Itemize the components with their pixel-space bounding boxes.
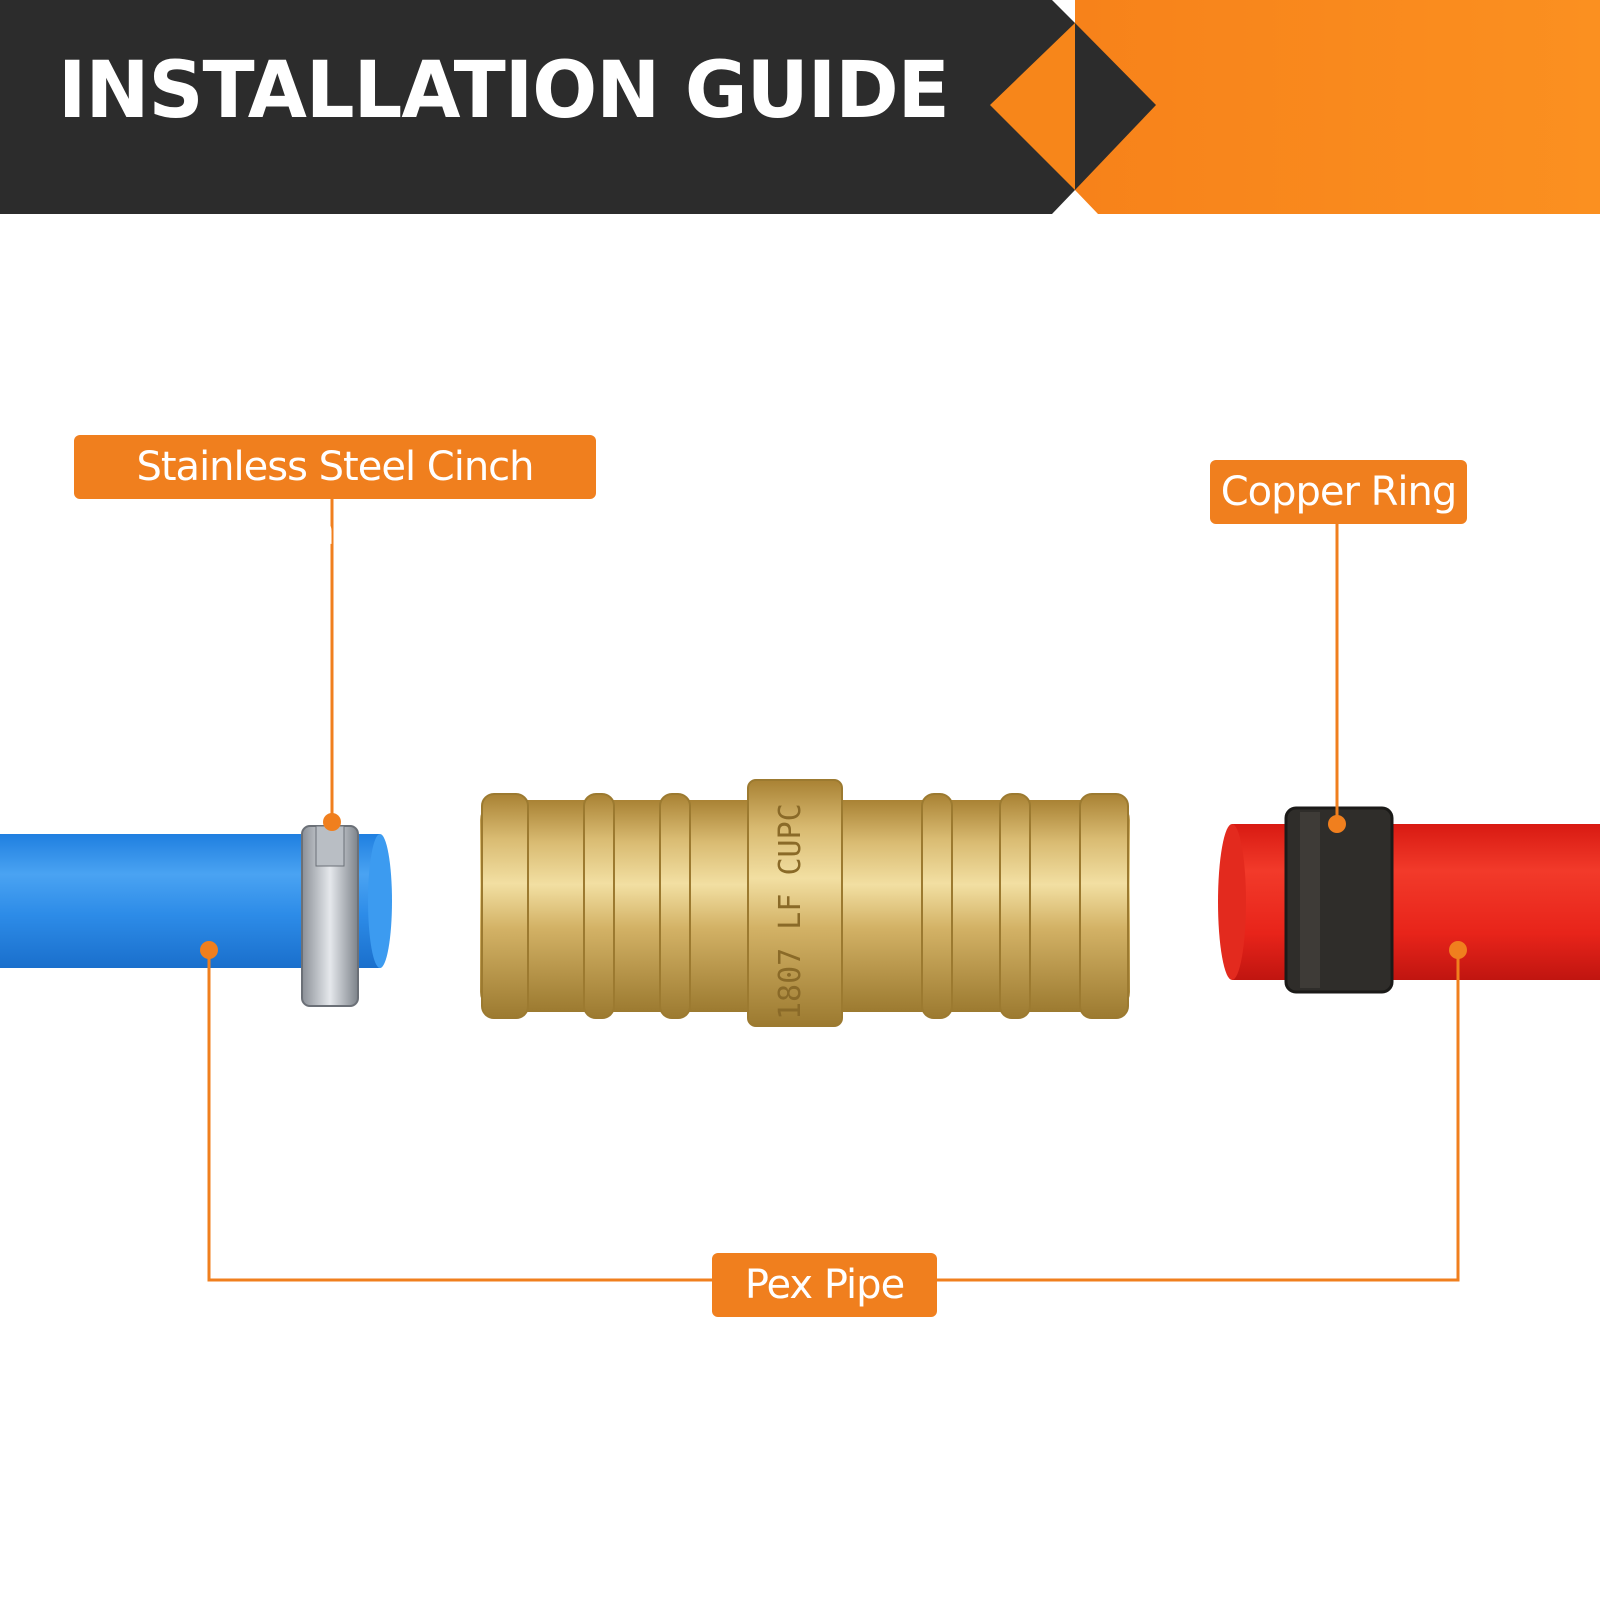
callout-copper-ring: Copper Ring	[1210, 460, 1467, 524]
header-orange-band	[1075, 0, 1600, 214]
red-pex-pipe	[1218, 824, 1600, 980]
brass-coupling-fitting: 1807 LF CUPC	[480, 779, 1130, 1027]
fitting-barb-rib	[583, 793, 615, 1019]
header-orange-diamond	[990, 23, 1075, 190]
fitting-barb-rib	[481, 793, 529, 1019]
callout-pex-pipe: Pex Pipe	[712, 1253, 937, 1317]
fitting-barb-rib	[659, 793, 691, 1019]
callout-leaders	[207, 498, 1460, 1282]
header-dark-band	[0, 0, 1075, 214]
fitting-marking: 1807 LF CUPC	[773, 803, 808, 1020]
header-dark-arrow	[1075, 23, 1156, 190]
fitting-barb-rib	[999, 793, 1031, 1019]
header-banner	[0, 0, 1600, 214]
fitting-barb-rib	[921, 793, 953, 1019]
callout-dots	[200, 813, 1467, 959]
callout-stainless-steel-cinch-clamp: Stainless Steel Cinch Clamp	[74, 435, 596, 554]
page-title: INSTALLATION GUIDE	[58, 46, 950, 136]
cinch-clamp	[301, 825, 359, 1007]
copper-ring	[1284, 806, 1394, 994]
fitting-barb-rib	[1079, 793, 1129, 1019]
